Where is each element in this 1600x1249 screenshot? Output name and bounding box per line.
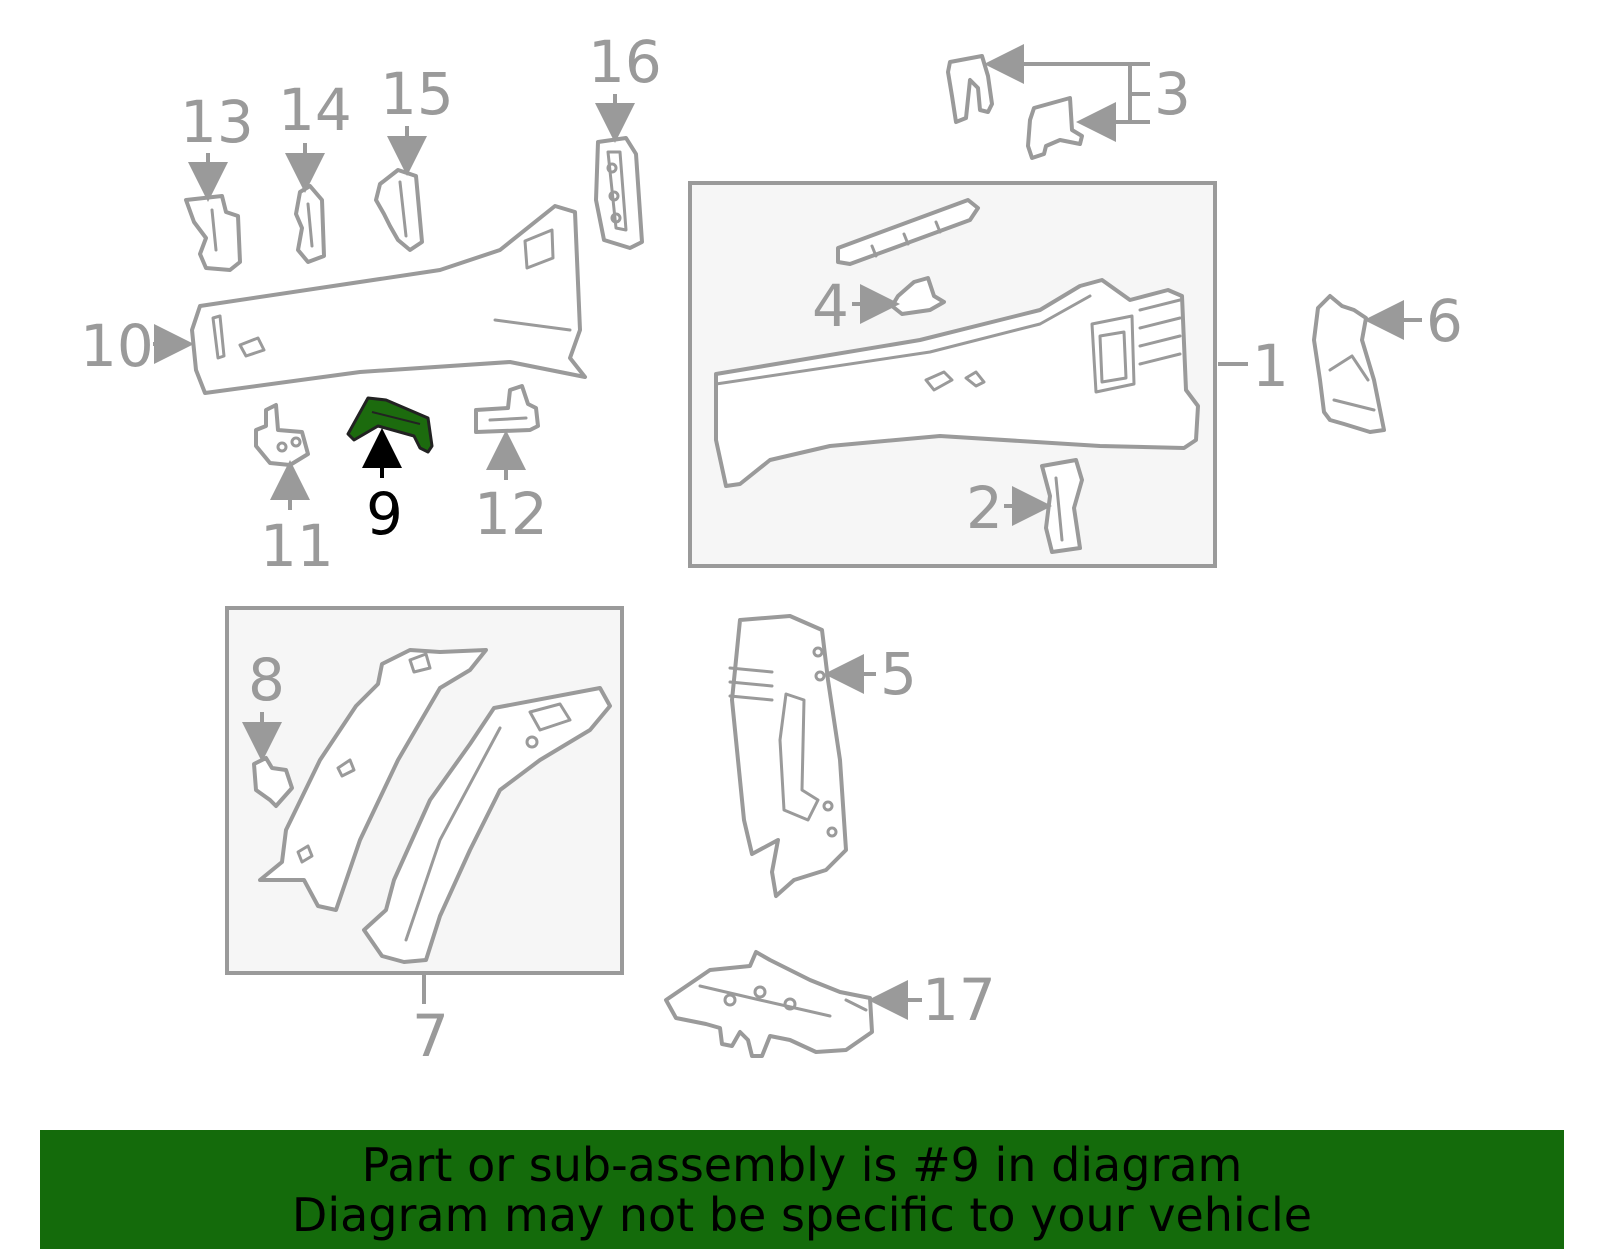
part-13[interactable] — [184, 194, 242, 272]
callout-15: 15 — [380, 60, 454, 128]
part-7[interactable] — [258, 648, 612, 964]
part-12[interactable] — [474, 384, 540, 434]
part-10[interactable] — [190, 204, 587, 395]
banner-part-line: Part or sub-assembly is #9 in diagram — [361, 1138, 1243, 1192]
part-2[interactable] — [1040, 458, 1084, 554]
callout-14: 14 — [278, 76, 352, 144]
callout-8: 8 — [248, 646, 285, 714]
part-5[interactable] — [728, 614, 848, 898]
callout-11: 11 — [260, 512, 334, 580]
part-4[interactable] — [836, 198, 980, 316]
callout-12: 12 — [474, 480, 548, 548]
part-1[interactable] — [714, 278, 1200, 488]
callout-1: 1 — [1252, 332, 1289, 400]
callout-7: 7 — [412, 1002, 449, 1070]
callout-17: 17 — [922, 966, 996, 1034]
part-3[interactable] — [946, 54, 1084, 160]
info-banner: Part or sub-assembly is #9 in diagram Di… — [40, 1130, 1564, 1249]
callout-10: 10 — [80, 312, 154, 380]
banner-disclaimer-line: Diagram may not be specific to your vehi… — [291, 1188, 1313, 1242]
part-6[interactable] — [1312, 294, 1386, 434]
callout-6: 6 — [1426, 287, 1463, 355]
callout-5: 5 — [880, 640, 917, 708]
part-14[interactable] — [294, 184, 326, 264]
callout-9: 9 — [366, 480, 403, 548]
part-17[interactable] — [664, 950, 874, 1058]
callout-labels: 1 2 3 4 5 6 7 8 9 10 11 12 13 14 15 16 1… — [80, 28, 1463, 1070]
callout-16: 16 — [588, 28, 662, 96]
leader-lines — [153, 44, 1422, 1020]
callout-4: 4 — [812, 272, 849, 340]
part-15[interactable] — [374, 168, 424, 252]
callout-2: 2 — [966, 474, 1003, 542]
part-11[interactable] — [254, 403, 310, 467]
callout-3: 3 — [1154, 60, 1191, 128]
part-9[interactable] — [346, 396, 434, 454]
callout-13: 13 — [180, 88, 254, 156]
part-16[interactable] — [594, 136, 644, 250]
